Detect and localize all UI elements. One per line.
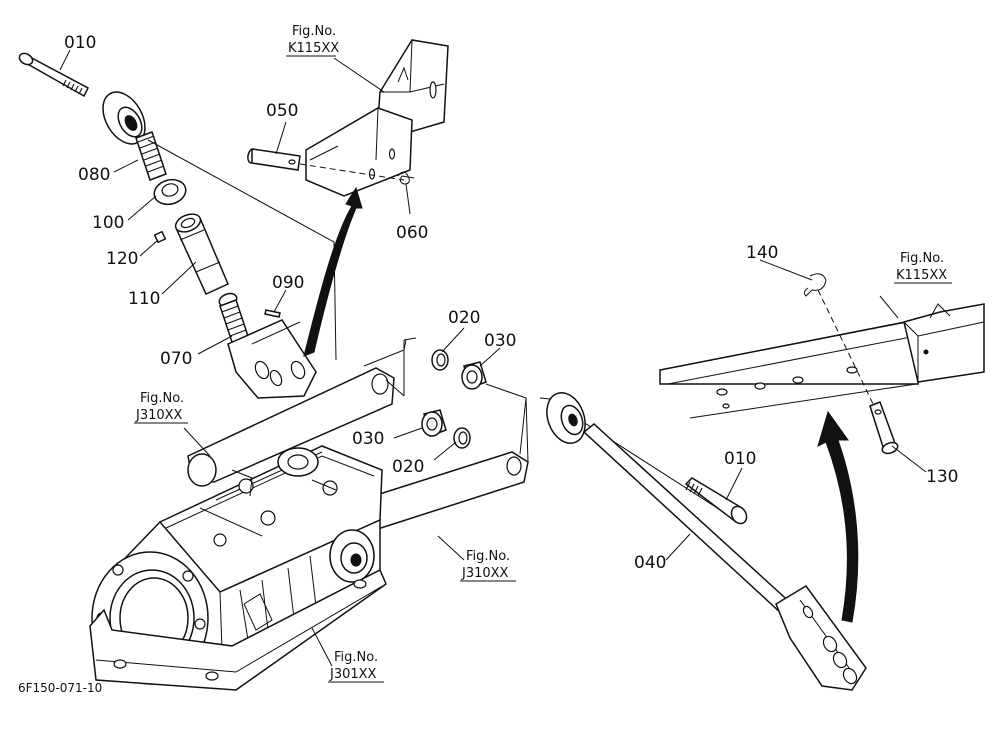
label-010-right: 010 <box>724 449 756 469</box>
svg-text:Fig.No.: Fig.No. <box>334 650 378 665</box>
svg-text:J310XX: J310XX <box>461 566 509 581</box>
yoke-070 <box>218 292 317 399</box>
svg-text:Fig.No.: Fig.No. <box>140 391 184 406</box>
bushing-030-bottom <box>421 409 447 437</box>
frame-k115-right <box>659 303 985 419</box>
svg-text:K115XX: K115XX <box>288 41 339 56</box>
part-number-labels: 010 080 100 120 110 070 050 060 090 020 … <box>64 33 958 573</box>
label-130: 130 <box>926 467 958 487</box>
leader-lines <box>59 49 927 667</box>
label-030-bottom: 030 <box>352 429 384 449</box>
lift-rod-040 <box>546 392 867 691</box>
spring-pin-090 <box>264 309 281 318</box>
pin-010-top <box>18 52 89 98</box>
label-120: 120 <box>106 249 138 269</box>
bushing-020-top <box>431 349 449 371</box>
label-100: 100 <box>92 213 124 233</box>
fig-ref-j310-right: Fig.No. J310XX <box>460 549 516 582</box>
svg-text:J301XX: J301XX <box>329 667 377 682</box>
label-040: 040 <box>634 553 666 573</box>
drawing-code: 6F150-071-10 <box>18 681 102 695</box>
fig-ref-k115-right: Fig.No. K115XX <box>894 251 952 284</box>
label-060: 060 <box>396 223 428 243</box>
sleeve-110 <box>174 213 229 295</box>
assembly-guide-lines <box>147 139 737 521</box>
assembly-arrow-left <box>303 186 363 357</box>
pin-050 <box>247 148 301 171</box>
label-090: 090 <box>272 273 304 293</box>
label-070: 070 <box>160 349 192 369</box>
label-050: 050 <box>266 101 298 121</box>
label-080: 080 <box>78 165 110 185</box>
assembly-arrow-right <box>817 410 859 623</box>
pin-130 <box>869 401 899 455</box>
threaded-rod-080 <box>135 131 167 181</box>
bushing-030-top <box>461 361 487 390</box>
svg-text:J310XX: J310XX <box>135 408 183 423</box>
bracket-k115-top <box>305 39 449 197</box>
svg-text:Fig.No.: Fig.No. <box>466 549 510 564</box>
svg-text:Fig.No.: Fig.No. <box>900 251 944 266</box>
label-020-bottom: 020 <box>392 457 424 477</box>
label-020-top: 020 <box>448 308 480 328</box>
label-010-top: 010 <box>64 33 96 53</box>
clip-140 <box>803 273 877 411</box>
svg-text:Fig.No.: Fig.No. <box>292 24 336 39</box>
bushing-020-bottom <box>453 427 471 449</box>
figure-reference-labels: Fig.No. K115XX Fig.No. K115XX Fig.No. J3… <box>134 24 952 683</box>
label-030-top: 030 <box>484 331 516 351</box>
label-110: 110 <box>128 289 160 309</box>
fig-ref-j301: Fig.No. J301XX <box>328 650 384 683</box>
fig-ref-j310-left: Fig.No. J310XX <box>134 391 188 424</box>
nut-100 <box>153 178 187 206</box>
ball-joint-head <box>102 91 146 145</box>
grease-nipple-120 <box>153 230 167 244</box>
svg-text:K115XX: K115XX <box>896 268 947 283</box>
pin-010-right <box>684 477 748 525</box>
hydraulic-housing-j301 <box>89 367 529 691</box>
fig-ref-k115-top: Fig.No. K115XX <box>286 24 339 57</box>
clip-060 <box>397 171 415 185</box>
label-140: 140 <box>746 243 778 263</box>
